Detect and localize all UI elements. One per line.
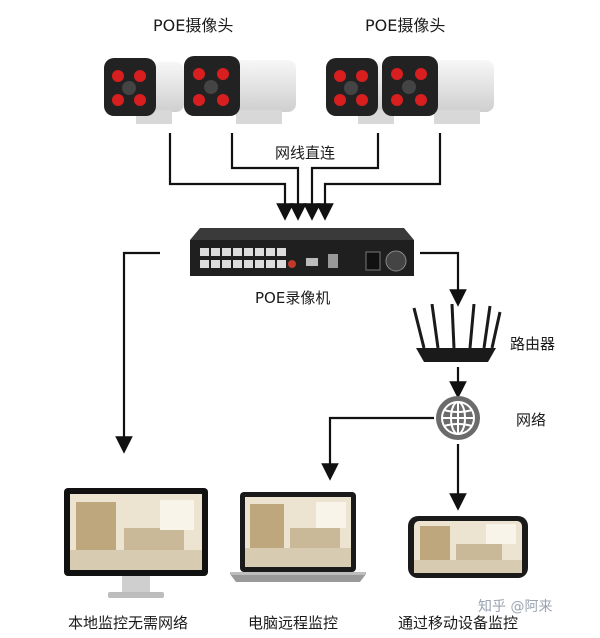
bullet-camera-icon	[104, 58, 184, 124]
router-label: 路由器	[510, 335, 556, 353]
bullet-camera-icon	[382, 56, 494, 124]
cable-camera-4	[316, 133, 442, 221]
globe-icon	[436, 396, 480, 440]
cable-network-to-laptop	[321, 416, 434, 481]
mobile-monitor-label: 通过移动设备监控	[398, 614, 519, 632]
cable-nvr-to-router	[420, 251, 467, 307]
laptop-monitor-label: 电脑远程监控	[248, 614, 339, 632]
desktop-monitor-icon	[64, 488, 208, 598]
bullet-camera-icon	[184, 56, 296, 124]
cable-camera-2	[230, 133, 307, 221]
nvr-recorder-icon	[190, 228, 414, 276]
watermark: 知乎 @阿来	[478, 599, 553, 615]
cable-camera-3	[303, 133, 380, 221]
camera-group-label-right: POE摄像头	[365, 16, 446, 35]
local-monitor-label: 本地监控无需网络	[68, 614, 189, 632]
mobile-phone-icon	[408, 516, 528, 578]
nvr-label: POE录像机	[255, 289, 331, 307]
camera-group-label-left: POE摄像头	[153, 16, 234, 35]
network-label: 网络	[516, 411, 547, 429]
direct-cable-label: 网线直连	[275, 144, 336, 162]
router-icon	[412, 304, 502, 362]
cable-camera-1	[168, 133, 294, 221]
cable-nvr-to-local-monitor	[115, 251, 160, 454]
poe-cameras	[104, 56, 494, 124]
laptop-icon	[230, 492, 366, 582]
